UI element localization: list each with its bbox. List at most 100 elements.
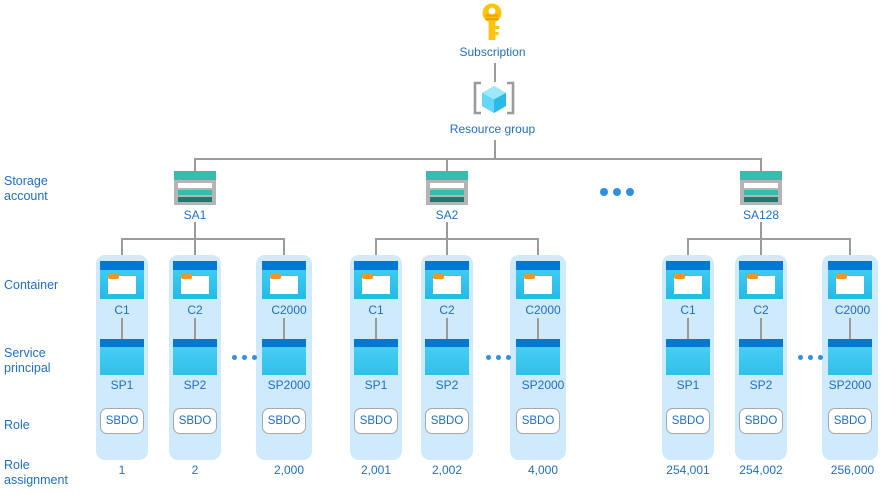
- service-principal-icon-g1-sp2000: [262, 339, 306, 375]
- connector-g3-c1: [687, 238, 689, 262]
- service-principal-icon-g3-sp2: [739, 339, 783, 375]
- connector-sa128-down: [760, 222, 762, 239]
- role-assignment-g3-c2: 254,002: [739, 463, 783, 477]
- connector-bus-to-sa2: [446, 158, 448, 171]
- container-icon-g1-c2000: [262, 261, 306, 299]
- resource-group-label: Resource group: [449, 122, 536, 136]
- connector-bus-to-sa1: [194, 158, 196, 171]
- role-assignment-g3-c2000: 256,000: [830, 463, 875, 477]
- storage-account-ellipsis: [600, 188, 634, 196]
- storage-account-label-sa2: SA2: [435, 208, 459, 222]
- service-principal-icon-g2-sp2: [425, 339, 469, 375]
- role-assignment-g2-c2000: 4,000: [527, 463, 559, 477]
- service-principal-icon-g3-sp1: [666, 339, 710, 375]
- storage-account-label-sa128: SA128: [742, 208, 780, 222]
- container-bracket-group3: [687, 238, 850, 240]
- container-icon-g1-c1: [100, 261, 144, 299]
- container-icon-g1-c2: [173, 261, 217, 299]
- container-label-g3-c2000: C2000: [834, 303, 871, 317]
- service-principal-label-g2-sp2000: SP2000: [521, 378, 565, 392]
- service-principal-label-g1-sp2000: SP2000: [267, 378, 311, 392]
- key-icon: [482, 3, 502, 40]
- connector-g3-c2000-sp2000: [849, 318, 851, 340]
- connector-bus-to-sa128: [760, 158, 762, 171]
- role-badge-g3-c2: SBDO: [739, 408, 783, 434]
- service-principal-label-g2-sp2: SP2: [435, 378, 459, 392]
- service-principal-label-g3-sp2000: SP2000: [828, 378, 872, 392]
- container-label-g3-c1: C1: [680, 303, 696, 317]
- group3-ellipsis: [798, 355, 823, 360]
- role-badge-g2-c2: SBDO: [425, 408, 469, 434]
- group2-ellipsis: [486, 355, 511, 360]
- service-principal-label-g1-sp1: SP1: [110, 378, 134, 392]
- storage-account-icon-sa128: [740, 171, 782, 205]
- role-assignment-g1-c2000: 2,000: [273, 463, 305, 477]
- connector-g2-c2-sp2: [446, 318, 448, 340]
- container-bracket-group1: [121, 238, 284, 240]
- connector-g3-c2000: [849, 238, 851, 262]
- container-icon-g2-c1: [354, 261, 398, 299]
- connector-g1-c2-sp2: [194, 318, 196, 340]
- connector-g1-c1-sp1: [121, 318, 123, 340]
- service-principal-icon-g1-sp1: [100, 339, 144, 375]
- role-assignment-g3-c1: 254,001: [666, 463, 710, 477]
- role-badge-g1-c2000: SBDO: [262, 408, 306, 434]
- service-principal-icon-g3-sp2000: [828, 339, 872, 375]
- row-label-role-assignment: Role assignment: [4, 458, 68, 487]
- connector-sa1-down: [194, 222, 196, 239]
- storage-bracket-horizontal: [194, 158, 761, 160]
- service-principal-label-g3-sp1: SP1: [676, 378, 700, 392]
- connector-g3-c1-sp1: [687, 318, 689, 340]
- container-icon-g2-c2000: [516, 261, 560, 299]
- connector-subscription-to-rg: [494, 63, 496, 82]
- group1-ellipsis: [232, 355, 257, 360]
- role-assignment-g1-c1: 1: [118, 463, 126, 477]
- service-principal-icon-g1-sp2: [173, 339, 217, 375]
- storage-account-icon-sa2: [426, 171, 468, 205]
- row-label-role: Role: [4, 418, 30, 432]
- row-label-service-principal: Service principal: [4, 346, 51, 375]
- container-label-g1-c2: C2: [187, 303, 203, 317]
- role-badge-g1-c1: SBDO: [100, 408, 144, 434]
- container-icon-g3-c1: [666, 261, 710, 299]
- connector-sa2-down: [446, 222, 448, 239]
- storage-account-label-sa1: SA1: [183, 208, 207, 222]
- container-icon-g3-c2: [739, 261, 783, 299]
- role-assignment-g2-c2: 2,002: [431, 463, 463, 477]
- container-label-g2-c2: C2: [439, 303, 455, 317]
- connector-rg-to-storage-bus: [494, 140, 496, 159]
- connector-g3-c2: [760, 238, 762, 262]
- row-label-storage-account: Storage account: [4, 174, 48, 203]
- role-assignment-g1-c2: 2: [191, 463, 199, 477]
- container-label-g2-c1: C1: [368, 303, 384, 317]
- container-label-g1-c1: C1: [114, 303, 130, 317]
- connector-g3-c2-sp2: [760, 318, 762, 340]
- role-badge-g1-c2: SBDO: [173, 408, 217, 434]
- container-label-g1-c2000: C2000: [271, 303, 307, 317]
- connector-g2-c2000: [537, 238, 539, 262]
- container-icon-g3-c2000: [828, 261, 872, 299]
- service-principal-icon-g2-sp1: [354, 339, 398, 375]
- role-badge-g3-c2000: SBDO: [828, 408, 872, 434]
- role-badge-g2-c2000: SBDO: [516, 408, 560, 434]
- service-principal-icon-g2-sp2000: [516, 339, 560, 375]
- storage-account-icon-sa1: [174, 171, 216, 205]
- container-bracket-group2: [375, 238, 538, 240]
- connector-g1-c2000-sp2000: [283, 318, 285, 340]
- connector-g2-c2000-sp2000: [537, 318, 539, 340]
- connector-g1-c2000: [283, 238, 285, 262]
- service-principal-label-g3-sp2: SP2: [749, 378, 773, 392]
- container-icon-g2-c2: [425, 261, 469, 299]
- subscription-label: Subscription: [459, 45, 526, 59]
- cube-icon: [473, 81, 515, 115]
- connector-g2-c2: [446, 238, 448, 262]
- container-label-g2-c2000: C2000: [525, 303, 561, 317]
- role-badge-g2-c1: SBDO: [354, 408, 398, 434]
- connector-g1-c2: [194, 238, 196, 262]
- connector-g2-c1-sp1: [375, 318, 377, 340]
- container-label-g3-c2: C2: [753, 303, 769, 317]
- service-principal-label-g1-sp2: SP2: [183, 378, 207, 392]
- connector-g2-c1: [375, 238, 377, 262]
- role-badge-g3-c1: SBDO: [666, 408, 710, 434]
